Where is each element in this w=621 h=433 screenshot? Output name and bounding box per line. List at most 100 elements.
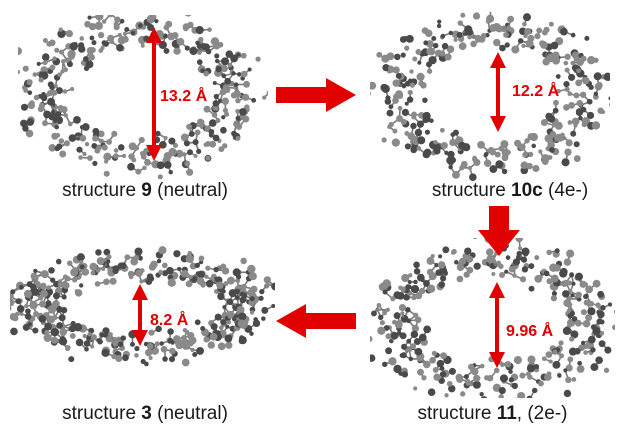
- atom: [194, 129, 201, 136]
- atom: [212, 80, 217, 85]
- atom: [231, 316, 237, 322]
- atom: [420, 277, 425, 283]
- atom: [29, 100, 35, 107]
- atom: [438, 281, 446, 288]
- atom: [133, 254, 140, 261]
- atom: [124, 254, 131, 261]
- atom: [404, 80, 411, 87]
- atom: [423, 40, 429, 46]
- atom: [411, 324, 420, 333]
- atom: [446, 156, 454, 165]
- atom: [599, 330, 605, 336]
- atom: [225, 324, 230, 329]
- atom: [90, 270, 96, 276]
- atom: [217, 98, 223, 104]
- atom: [78, 42, 85, 49]
- atom: [210, 323, 218, 331]
- atom: [87, 155, 93, 161]
- atom: [214, 313, 222, 321]
- atom: [525, 39, 534, 48]
- caption-structure-11: structure 11, (2e-): [417, 403, 568, 424]
- atom: [213, 266, 219, 273]
- atom: [464, 25, 473, 34]
- atom: [210, 37, 220, 46]
- atom: [385, 307, 390, 312]
- atom: [563, 81, 570, 88]
- atom: [188, 336, 197, 345]
- atom: [418, 333, 427, 342]
- atom: [215, 65, 222, 73]
- atom: [48, 305, 56, 314]
- atom: [63, 140, 70, 147]
- atom: [585, 285, 594, 294]
- atom: [593, 72, 602, 81]
- atom: [388, 338, 394, 344]
- atom: [168, 137, 176, 145]
- distance-label-structure-3: 8.2 Å: [150, 310, 189, 329]
- atom: [192, 139, 199, 146]
- atom: [568, 73, 576, 81]
- atom: [60, 306, 68, 314]
- distance-arrowhead-bottom: [146, 145, 162, 161]
- atom: [405, 34, 414, 43]
- atom: [114, 16, 121, 23]
- atom: [57, 72, 62, 78]
- atom: [226, 276, 235, 285]
- atom: [107, 34, 115, 42]
- atom: [146, 342, 154, 350]
- atom: [400, 52, 406, 58]
- atom: [121, 35, 129, 43]
- atom: [404, 45, 410, 51]
- atom: [16, 305, 25, 313]
- atom: [58, 27, 63, 32]
- atom: [89, 262, 98, 271]
- atom: [547, 114, 556, 123]
- atom: [483, 151, 489, 157]
- atom: [407, 273, 413, 278]
- atom: [83, 340, 91, 347]
- atom: [568, 102, 575, 109]
- atom: [463, 374, 469, 380]
- atom: [457, 20, 464, 26]
- atom: [527, 355, 536, 364]
- atom: [563, 368, 568, 373]
- atom: [103, 248, 111, 256]
- atom: [205, 279, 214, 288]
- atom: [564, 53, 571, 60]
- atom: [583, 350, 588, 355]
- atom: [208, 119, 217, 127]
- atom: [240, 70, 248, 78]
- atom: [560, 27, 568, 36]
- atom: [101, 348, 110, 357]
- atom: [593, 91, 599, 97]
- atom: [72, 267, 79, 274]
- atom: [150, 15, 157, 20]
- atom: [565, 364, 573, 372]
- atom: [163, 151, 172, 161]
- atom: [221, 73, 227, 79]
- atom: [101, 266, 106, 271]
- atom: [49, 64, 56, 71]
- atom: [103, 170, 110, 177]
- atom: [439, 366, 445, 371]
- atom: [84, 20, 91, 28]
- atom: [440, 142, 448, 150]
- atom: [410, 343, 417, 350]
- atom: [197, 50, 202, 55]
- atom: [10, 313, 18, 321]
- atom: [215, 118, 221, 124]
- atom: [221, 143, 228, 149]
- atom: [82, 151, 87, 157]
- atom: [231, 130, 237, 137]
- atom: [486, 14, 495, 23]
- atom: [521, 266, 529, 273]
- atom: [46, 285, 51, 290]
- atom: [405, 307, 411, 313]
- atom: [226, 298, 234, 305]
- atom: [515, 238, 524, 243]
- distance-arrowhead-top: [146, 27, 162, 43]
- atom: [113, 148, 119, 153]
- atom: [440, 352, 448, 360]
- atom: [48, 144, 57, 152]
- atom: [407, 132, 415, 140]
